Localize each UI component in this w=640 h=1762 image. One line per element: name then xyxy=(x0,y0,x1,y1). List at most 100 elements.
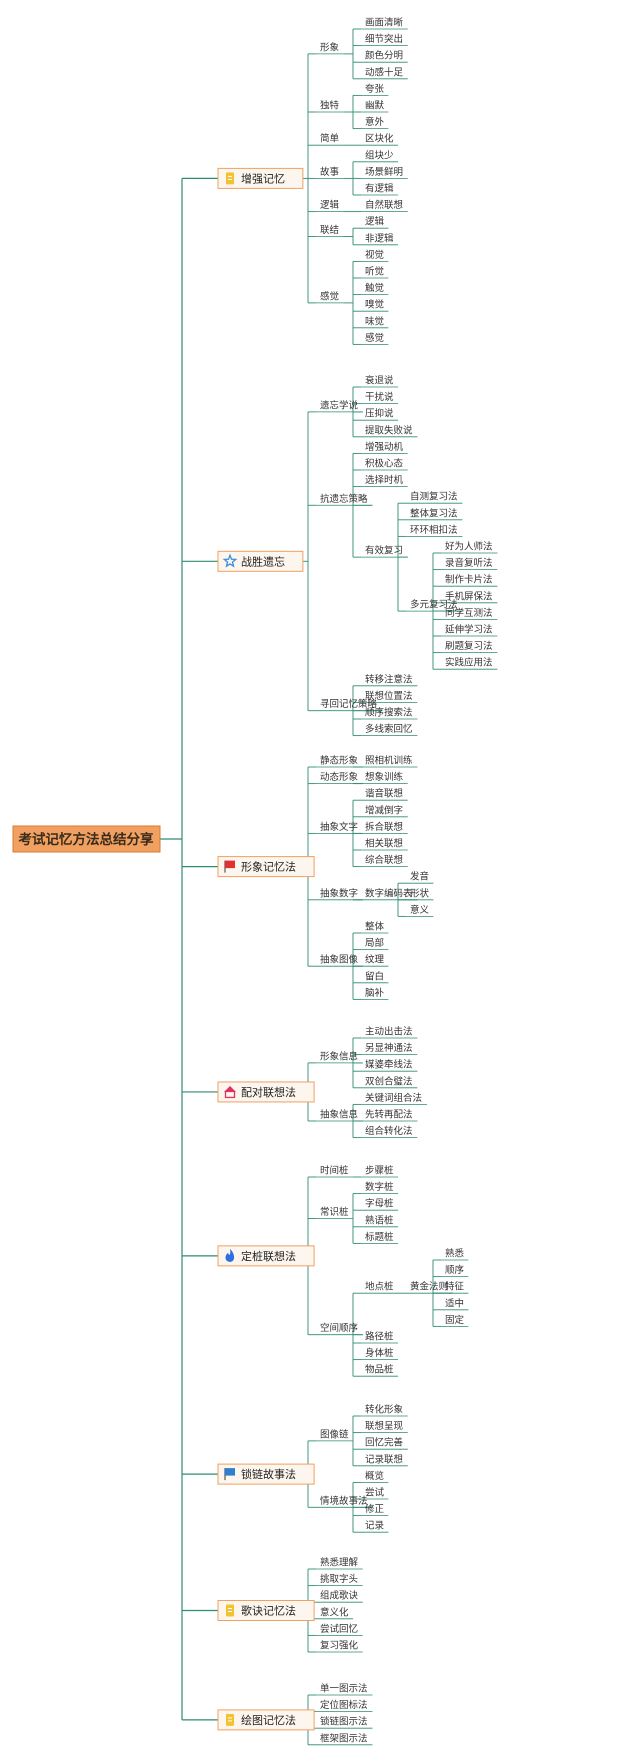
topic-node-1-0[interactable]: 遗忘学说 xyxy=(320,399,359,411)
leaf-node-1-1-3-3-6[interactable]: 刷题复习法 xyxy=(445,640,493,652)
leaf-node-4-2-0-0-1[interactable]: 顺序 xyxy=(445,1264,465,1276)
leaf-node-1-1-3-3-7[interactable]: 实践应用法 xyxy=(445,657,493,669)
leaf-node-2-2-2[interactable]: 拆合联想 xyxy=(365,821,404,833)
topic-node-3-1[interactable]: 抽象信息 xyxy=(320,1109,358,1121)
leaf-node-1-0-2[interactable]: 压抑说 xyxy=(365,408,394,420)
branch-node-2[interactable]: 形象记忆法 xyxy=(217,856,315,878)
leaf-node-3-1-0[interactable]: 关键词组合法 xyxy=(365,1092,422,1104)
leaf-node-1-1-3-3-2[interactable]: 制作卡片法 xyxy=(445,574,493,586)
leaf-node-1-1-1[interactable]: 积极心态 xyxy=(365,458,404,470)
leaf-node-0-5-0[interactable]: 逻辑 xyxy=(365,216,385,228)
leaf-node-5-0-1[interactable]: 联想呈现 xyxy=(365,1420,404,1432)
leaf-node-2-3-0-2[interactable]: 意义 xyxy=(410,904,430,916)
leaf-node-0-5-1[interactable]: 非逻辑 xyxy=(365,232,394,244)
leaf-node-1-0-0[interactable]: 衰退说 xyxy=(365,375,394,387)
leaf-node-7-2[interactable]: 锁链图示法 xyxy=(320,1716,368,1728)
leaf-node-0-0-0[interactable]: 画面清晰 xyxy=(365,17,404,29)
leaf-node-0-6-3[interactable]: 嗅觉 xyxy=(365,299,384,311)
leaf-node-5-0-3[interactable]: 记录联想 xyxy=(365,1453,404,1465)
leaf-node-2-2-3[interactable]: 相关联想 xyxy=(365,838,404,850)
leaf-node-0-2-0[interactable]: 区块化 xyxy=(365,133,394,145)
leaf-node-3-1-1[interactable]: 先转再配法 xyxy=(365,1109,413,1121)
leaf-node-0-6-4[interactable]: 味觉 xyxy=(365,315,384,327)
topic-node-3-0[interactable]: 形象信息 xyxy=(320,1050,358,1062)
leaf-node-5-0-2[interactable]: 回忆完善 xyxy=(365,1437,404,1449)
leaf-node-4-1-1[interactable]: 字母桩 xyxy=(365,1198,394,1210)
topic-node-4-2-0-0[interactable]: 黄金法则 xyxy=(410,1281,448,1293)
leaf-node-0-3-1[interactable]: 场景鲜明 xyxy=(365,166,403,178)
leaf-node-0-6-1[interactable]: 听觉 xyxy=(365,267,384,278)
leaf-node-0-3-2[interactable]: 有逻辑 xyxy=(365,183,394,195)
leaf-node-1-0-3[interactable]: 提取失败说 xyxy=(365,424,413,436)
leaf-node-1-2-1[interactable]: 联想位置法 xyxy=(365,690,413,702)
topic-node-1-1[interactable]: 抗遗忘策略 xyxy=(320,493,368,505)
leaf-node-1-2-2[interactable]: 顺序搜索法 xyxy=(365,707,413,719)
leaf-node-7-0[interactable]: 单一图示法 xyxy=(320,1683,368,1695)
leaf-node-2-4-1[interactable]: 局部 xyxy=(365,937,384,949)
leaf-node-0-6-2[interactable]: 触觉 xyxy=(365,282,384,294)
topic-node-2-0[interactable]: 静态形象 xyxy=(320,755,359,767)
topic-node-2-3-0[interactable]: 数字编码表 xyxy=(365,887,413,899)
topic-node-1-1-3-3[interactable]: 多元复习法 xyxy=(410,599,458,611)
leaf-node-1-1-3-3-4[interactable]: 同学互测法 xyxy=(445,607,493,619)
leaf-node-4-2-0-0-4[interactable]: 固定 xyxy=(445,1314,465,1326)
leaf-node-1-1-3-3-0[interactable]: 好为人师法 xyxy=(445,541,493,553)
leaf-node-4-2-0-0-0[interactable]: 熟悉 xyxy=(445,1248,465,1260)
leaf-node-2-3-0-0[interactable]: 发音 xyxy=(410,871,429,883)
leaf-node-4-0-0[interactable]: 步骤桩 xyxy=(365,1165,394,1177)
leaf-node-2-1-0[interactable]: 想象训练 xyxy=(365,771,404,783)
leaf-node-4-2-2[interactable]: 身体桩 xyxy=(365,1347,394,1359)
branch-node-5[interactable]: 锁链故事法 xyxy=(217,1463,315,1485)
topic-node-0-5[interactable]: 联结 xyxy=(320,224,339,236)
leaf-node-0-1-1[interactable]: 幽默 xyxy=(365,101,385,112)
leaf-node-2-4-2[interactable]: 纹理 xyxy=(365,954,385,966)
leaf-node-6-0[interactable]: 熟悉理解 xyxy=(320,1557,359,1569)
topic-node-4-1[interactable]: 常识桩 xyxy=(320,1206,349,1218)
topic-node-0-6[interactable]: 感觉 xyxy=(320,290,339,302)
leaf-node-1-0-1[interactable]: 干扰说 xyxy=(365,391,394,403)
branch-node-7[interactable]: 绘图记忆法 xyxy=(217,1709,315,1731)
leaf-node-4-2-1[interactable]: 路径桩 xyxy=(365,1331,394,1343)
leaf-node-5-1-3[interactable]: 记录 xyxy=(365,1520,385,1532)
topic-node-2-1[interactable]: 动态形象 xyxy=(320,771,359,783)
topic-node-4-2-0[interactable]: 地点桩 xyxy=(365,1281,394,1293)
leaf-node-4-1-2[interactable]: 熟语桩 xyxy=(365,1214,394,1226)
topic-node-2-3[interactable]: 抽象数字 xyxy=(320,887,358,899)
topic-node-4-2[interactable]: 空间顺序 xyxy=(320,1322,359,1334)
leaf-node-0-1-2[interactable]: 意外 xyxy=(365,116,385,128)
leaf-node-2-2-0[interactable]: 谐音联想 xyxy=(365,788,404,800)
leaf-node-2-4-4[interactable]: 脑补 xyxy=(365,987,385,999)
leaf-node-2-4-3[interactable]: 留白 xyxy=(365,970,384,982)
topic-node-0-1[interactable]: 独特 xyxy=(320,100,340,112)
leaf-node-6-4[interactable]: 尝试回忆 xyxy=(320,1623,358,1635)
topic-node-0-0[interactable]: 形象 xyxy=(320,41,340,53)
topic-node-4-0[interactable]: 时间桩 xyxy=(320,1165,349,1177)
leaf-node-5-1-2[interactable]: 修正 xyxy=(365,1503,385,1515)
leaf-node-1-1-3-1[interactable]: 整体复习法 xyxy=(410,507,458,519)
leaf-node-1-1-3-3-3[interactable]: 手机屏保法 xyxy=(445,590,493,602)
leaf-node-2-2-1[interactable]: 增减倒字 xyxy=(365,804,403,816)
topic-node-0-3[interactable]: 故事 xyxy=(320,166,340,178)
branch-node-1[interactable]: 战胜遗忘 xyxy=(217,550,304,572)
leaf-node-0-1-0[interactable]: 夸张 xyxy=(365,83,385,95)
branch-node-6[interactable]: 歌诀记忆法 xyxy=(217,1600,315,1621)
branch-node-0[interactable]: 增强记忆 xyxy=(217,167,304,189)
leaf-node-1-2-3[interactable]: 多线索回忆 xyxy=(365,723,413,735)
leaf-node-0-3-0[interactable]: 组块少 xyxy=(365,149,394,161)
root-node[interactable]: 考试记忆方法总结分享 xyxy=(12,825,161,853)
leaf-node-6-2[interactable]: 组成歌诀 xyxy=(320,1590,359,1602)
leaf-node-2-2-4[interactable]: 综合联想 xyxy=(365,854,404,866)
leaf-node-3-1-2[interactable]: 组合转化法 xyxy=(365,1125,413,1137)
leaf-node-7-3[interactable]: 框架图示法 xyxy=(320,1732,368,1744)
leaf-node-2-0-0[interactable]: 照相机训练 xyxy=(365,755,413,767)
leaf-node-7-1[interactable]: 定位图标法 xyxy=(320,1699,368,1711)
leaf-node-6-1[interactable]: 挑取字头 xyxy=(320,1573,358,1585)
leaf-node-6-3[interactable]: 意义化 xyxy=(320,1606,349,1618)
leaf-node-5-0-0[interactable]: 转化形象 xyxy=(365,1404,404,1416)
topic-node-2-2[interactable]: 抽象文字 xyxy=(320,821,358,833)
leaf-node-1-1-0[interactable]: 增强动机 xyxy=(365,441,404,453)
leaf-node-3-0-3[interactable]: 双创合璧法 xyxy=(365,1075,413,1087)
leaf-node-3-0-2[interactable]: 媒婆牵线法 xyxy=(365,1059,413,1071)
leaf-node-0-4-0[interactable]: 自然联想 xyxy=(365,199,404,211)
topic-node-1-1-3[interactable]: 有效复习 xyxy=(365,545,403,557)
